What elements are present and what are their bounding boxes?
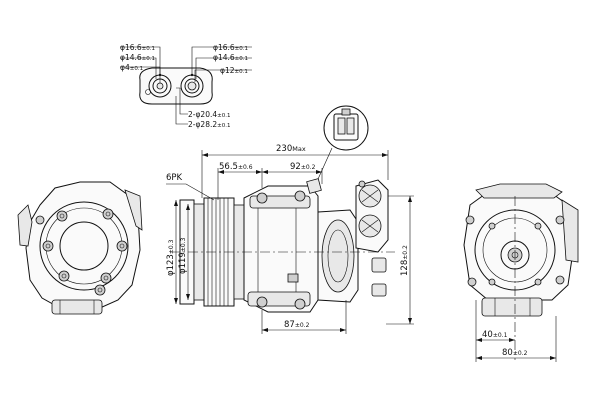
dim-rear-half: 40±0.1 <box>482 330 508 340</box>
dim-offset-1: 56.5±0.6 <box>219 162 253 172</box>
rear-view <box>463 183 579 360</box>
fit-right-3: φ12±0.1 <box>220 66 248 75</box>
dim-offset-2: 92±0.2 <box>290 162 316 172</box>
fit-right-1: φ16.6±0.1 <box>213 43 248 52</box>
fit-bottom-1: 2-φ20.4±0.1 <box>188 110 230 119</box>
dim-overall-length: 230Max <box>276 144 306 154</box>
fit-left-3: φ4±0.1 <box>120 63 143 72</box>
rear-dimensions: 40±0.1 80±0.2 <box>475 300 557 362</box>
connector-detail <box>313 105 369 189</box>
side-dimensions: 230Max 56.5±0.6 92±0.2 6PK φ123±0.3 φ119… <box>166 144 414 334</box>
dim-pulley-inner: φ119±0.3 <box>178 237 188 274</box>
side-view <box>170 178 395 313</box>
dim-pulley-outer: φ123±0.3 <box>166 239 176 276</box>
dim-height: 128±0.2 <box>400 245 410 276</box>
dim-rear-width: 80±0.2 <box>502 348 528 358</box>
fit-right-2: φ14.6±0.1 <box>213 53 248 62</box>
fit-left-2: φ14.6±0.1 <box>120 53 155 62</box>
pulley-type-label: 6PK <box>166 173 183 183</box>
fit-left-1: φ16.6±0.1 <box>120 43 155 52</box>
fitting-detail: φ16.6±0.1 φ14.6±0.1 φ4±0.1 φ16.6±0.1 φ14… <box>120 43 252 129</box>
fit-bottom-2: 2-φ28.2±0.1 <box>188 120 230 129</box>
front-view <box>17 181 143 315</box>
dim-bottom-length: 87±0.2 <box>284 320 310 330</box>
